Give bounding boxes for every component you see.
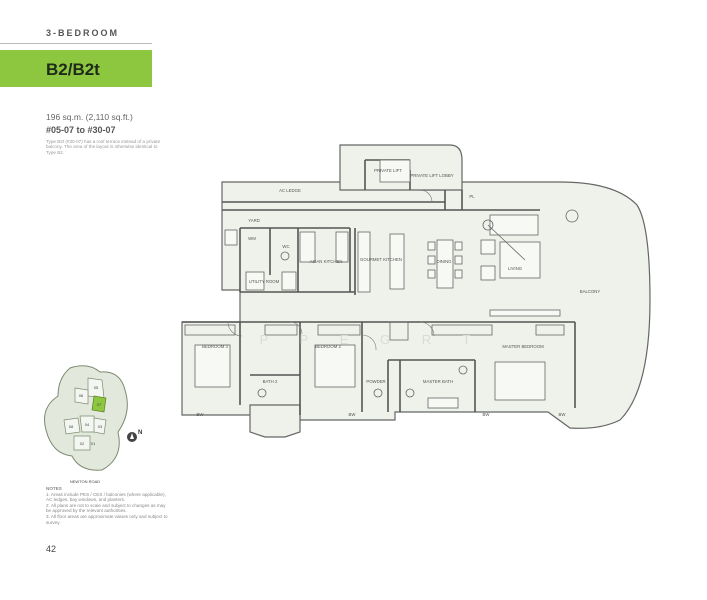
block-07: 07 (97, 402, 102, 407)
notes-heading: NOTES (46, 486, 62, 491)
block-01: 01 (91, 441, 96, 446)
label-pl: PL (469, 194, 475, 199)
road-label: NEWTON ROAD (70, 479, 100, 484)
label-bw-1: BW (197, 412, 205, 417)
label-private-lift-lobby: PRIVATE LIFT LOBBY (410, 173, 453, 178)
watermark: P P E G R T (260, 332, 485, 347)
label-wc: WC (282, 244, 289, 249)
label-powder: POWDER (366, 379, 385, 384)
label-master-bedroom: MASTER BEDROOM (502, 344, 544, 349)
label-private-lift: PRIVATE LIFT (374, 168, 402, 173)
block-06: 06 (79, 393, 84, 398)
block-08: 08 (69, 424, 74, 429)
key-plan: 05 06 07 08 04 03 02 01 NEWTON ROAD N (44, 365, 142, 484)
label-living: LIVING (508, 266, 523, 271)
label-bw-3: BW (483, 412, 491, 417)
label-bedroom3: BEDROOM 3 (202, 344, 228, 349)
block-04: 04 (85, 422, 90, 427)
block-05: 05 (94, 385, 99, 390)
unit-type-banner (0, 50, 152, 87)
note-item: 2. All plans are not to scale and subjec… (46, 502, 166, 514)
label-dining: DINING (436, 259, 452, 264)
label-wm: WM (248, 236, 256, 241)
label-master-bath: MASTER BATH (423, 379, 453, 384)
unit-area: 196 sq.m. (2,110 sq.ft.) (46, 112, 133, 122)
notes: NOTES 1. Areas include PES / CES / balco… (46, 486, 171, 525)
label-asian-kitchen: ASIAN KITCHEN (310, 259, 343, 264)
label-bath2: BATH 2 (263, 379, 278, 384)
category-label: 3-BEDROOM (46, 28, 120, 38)
label-yard: YARD (248, 218, 260, 223)
label-bw-2: BW (349, 412, 357, 417)
note-item: 3. All floor areas are approximate value… (46, 513, 168, 525)
label-utility-room: UTILITY ROOM (249, 279, 280, 284)
bath2-bay (249, 404, 301, 438)
unit-note: Type B2t (#30-07) has a roof terrace ins… (46, 139, 161, 155)
label-bw-4: BW (559, 412, 567, 417)
block-02: 02 (80, 441, 85, 446)
divider (0, 43, 152, 44)
note-item: 1. Areas include PES / CES / balconies (… (46, 491, 166, 503)
unit-type-title: B2/B2t (46, 60, 100, 79)
label-gourmet-kitchen: GOURMET KITCHEN (360, 257, 402, 262)
label-ac-ledge: AC LEDGE (279, 188, 301, 193)
label-bedroom2: BEDROOM 2 (315, 344, 341, 349)
unit-numbers: #05-07 to #30-07 (46, 125, 116, 135)
block-03: 03 (98, 424, 103, 429)
page-number: 42 (46, 544, 57, 554)
north-label: N (138, 430, 142, 436)
label-balcony: BALCONY (580, 289, 601, 294)
